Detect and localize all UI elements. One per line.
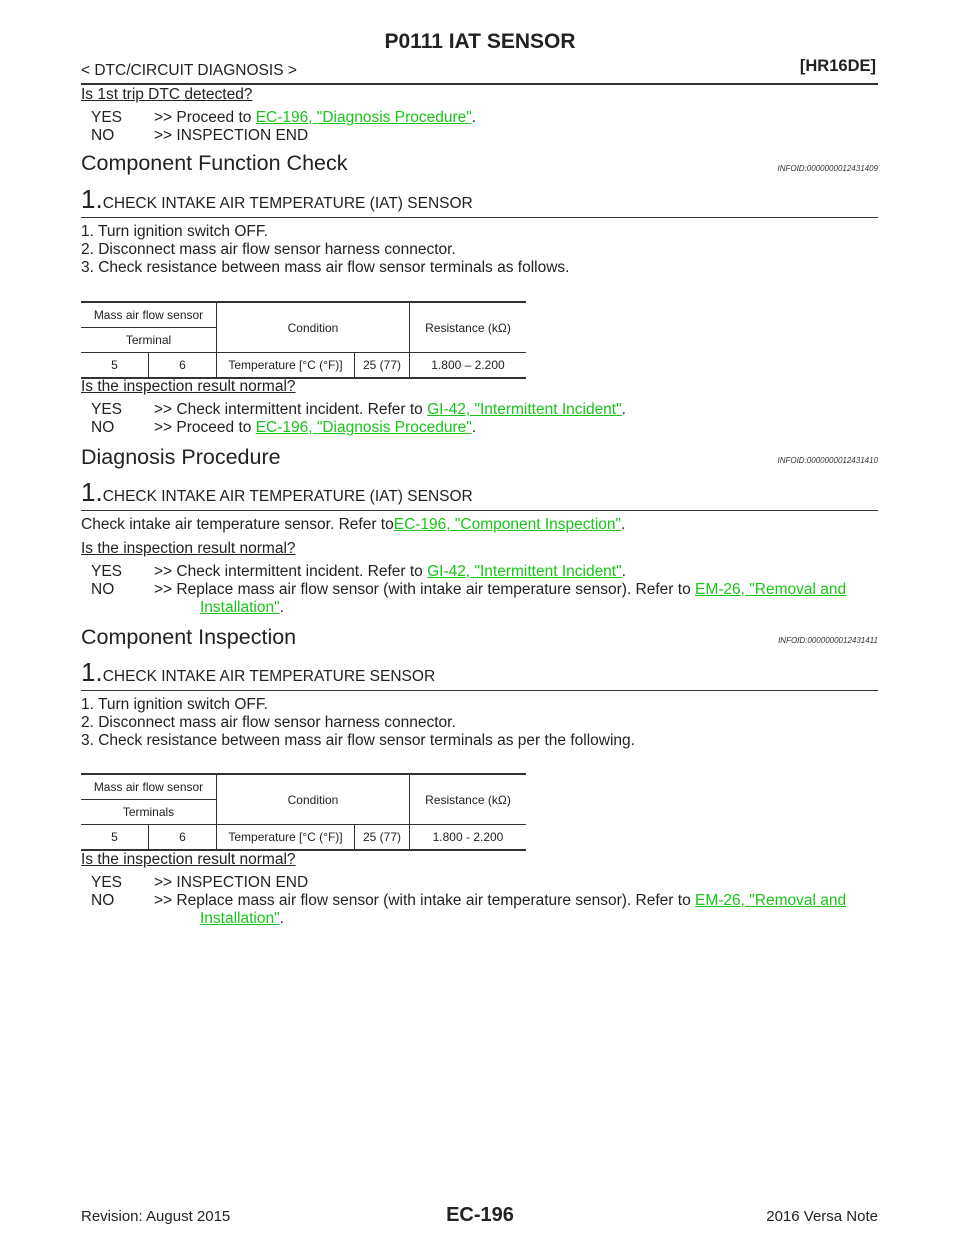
header-rule [81, 83, 878, 85]
link-ec196-component-inspection[interactable]: EC-196, "Component Inspection" [393, 516, 622, 533]
link-em26-removal[interactable]: EM-26, "Removal and [695, 892, 847, 909]
step-title: CHECK INTAKE AIR TEMPERATURE (IAT) SENSO… [102, 195, 473, 212]
intro-yes-response: >> Proceed to EC-196, "Diagnosis Procedu… [154, 109, 477, 126]
table-cell: 25 (77) [354, 352, 410, 379]
table-cell: 6 [148, 352, 217, 379]
table-header-terminals: Terminals [81, 799, 217, 825]
table-cell: Temperature [°C (°F)] [216, 824, 355, 851]
table-header-resistance: Resistance (kΩ) [409, 301, 526, 353]
table-header-group: Mass air flow sensor [81, 301, 217, 328]
ci-heading: Component Inspection [81, 625, 297, 649]
link-em26-installation[interactable]: Installation" [200, 599, 280, 616]
cfc-step-rule [81, 217, 878, 218]
cfc-question: Is the inspection result normal? [81, 378, 296, 395]
step-title: CHECK INTAKE AIR TEMPERATURE (IAT) SENSO… [102, 488, 473, 505]
link-ec196-diagnosis[interactable]: EC-196, "Diagnosis Procedure" [255, 419, 472, 436]
cfc-step-3: 3. Check resistance between mass air flo… [81, 259, 570, 276]
dp-check-text: Check intake air temperature sensor. Ref… [81, 516, 626, 533]
table-cell: 25 (77) [354, 824, 410, 851]
ci-no-label: NO [91, 892, 115, 909]
dp-yes-response: >> Check intermittent incident. Refer to… [154, 563, 626, 580]
ci-no-response-cont: Installation". [200, 910, 284, 927]
dp-no-response: >> Replace mass air flow sensor (with in… [154, 581, 847, 598]
dp-infoid: INFOID:0000000012431410 [777, 456, 878, 465]
ci-yes-label: YES [91, 874, 123, 891]
table-cell: 6 [148, 824, 217, 851]
step-title: CHECK INTAKE AIR TEMPERATURE SENSOR [102, 668, 436, 685]
table-header-resistance: Resistance (kΩ) [409, 773, 526, 825]
cfc-yes-label: YES [91, 401, 123, 418]
ci-step-heading: 1.CHECK INTAKE AIR TEMPERATURE SENSOR [81, 657, 435, 688]
table-cell: 5 [81, 352, 149, 379]
cfc-infoid: INFOID:0000000012431409 [777, 164, 878, 173]
step-number: 1. [81, 477, 103, 507]
intro-question: Is 1st trip DTC detected? [81, 86, 253, 103]
table-header-condition: Condition [216, 301, 410, 353]
engine-code: [HR16DE] [799, 57, 876, 75]
step-number: 1. [81, 184, 103, 214]
table-cell: 1.800 – 2.200 [409, 352, 526, 379]
table-cell: 5 [81, 824, 149, 851]
ci-step-rule [81, 690, 878, 691]
link-ec196-diagnosis[interactable]: EC-196, "Diagnosis Procedure" [255, 109, 472, 126]
intro-no-label: NO [91, 127, 115, 144]
ci-step-1: 1. Turn ignition switch OFF. [81, 696, 268, 713]
table-cell: Temperature [°C (°F)] [216, 352, 355, 379]
dp-no-label: NO [91, 581, 115, 598]
dp-question: Is the inspection result normal? [81, 540, 296, 557]
cfc-step-heading: 1.CHECK INTAKE AIR TEMPERATURE (IAT) SEN… [81, 184, 473, 215]
breadcrumb: < DTC/CIRCUIT DIAGNOSIS > [81, 62, 297, 79]
cfc-heading: Component Function Check [81, 151, 348, 175]
link-em26-removal[interactable]: EM-26, "Removal and [695, 581, 847, 598]
intro-no-response: >> INSPECTION END [154, 127, 309, 144]
dp-no-response-cont: Installation". [200, 599, 284, 616]
table-header-group: Mass air flow sensor [81, 773, 217, 800]
dp-step-heading: 1.CHECK INTAKE AIR TEMPERATURE (IAT) SEN… [81, 477, 473, 508]
table-cell: 1.800 - 2.200 [409, 824, 526, 851]
ci-question: Is the inspection result normal? [81, 851, 296, 868]
cfc-spec-table: Mass air flow sensor Condition Resistanc… [81, 301, 526, 379]
step-number: 1. [81, 657, 103, 687]
cfc-no-label: NO [91, 419, 115, 436]
cfc-no-response: >> Proceed to EC-196, "Diagnosis Procedu… [154, 419, 477, 436]
footer-page-number: EC-196 [446, 1204, 514, 1226]
dp-yes-label: YES [91, 563, 123, 580]
ci-infoid: INFOID:0000000012431411 [778, 636, 878, 645]
footer-revision: Revision: August 2015 [81, 1208, 231, 1225]
table-header-condition: Condition [216, 773, 410, 825]
ci-step-2: 2. Disconnect mass air flow sensor harne… [81, 714, 456, 731]
ci-yes-response: >> INSPECTION END [154, 874, 309, 891]
dp-step-rule [81, 510, 878, 511]
page-title: P0111 IAT SENSOR [384, 30, 576, 53]
intro-yes-label: YES [91, 109, 123, 126]
cfc-step-2: 2. Disconnect mass air flow sensor harne… [81, 241, 456, 258]
footer-model: 2016 Versa Note [766, 1208, 878, 1225]
link-em26-installation[interactable]: Installation" [200, 910, 280, 927]
table-header-terminal: Terminal [81, 327, 217, 353]
dp-heading: Diagnosis Procedure [81, 445, 281, 469]
link-gi42-intermittent[interactable]: GI-42, "Intermittent Incident" [427, 401, 622, 418]
ci-spec-table: Mass air flow sensor Condition Resistanc… [81, 773, 526, 851]
ci-step-3: 3. Check resistance between mass air flo… [81, 732, 635, 749]
cfc-yes-response: >> Check intermittent incident. Refer to… [154, 401, 626, 418]
ci-no-response: >> Replace mass air flow sensor (with in… [154, 892, 847, 909]
cfc-step-1: 1. Turn ignition switch OFF. [81, 223, 268, 240]
link-gi42-intermittent[interactable]: GI-42, "Intermittent Incident" [427, 563, 622, 580]
